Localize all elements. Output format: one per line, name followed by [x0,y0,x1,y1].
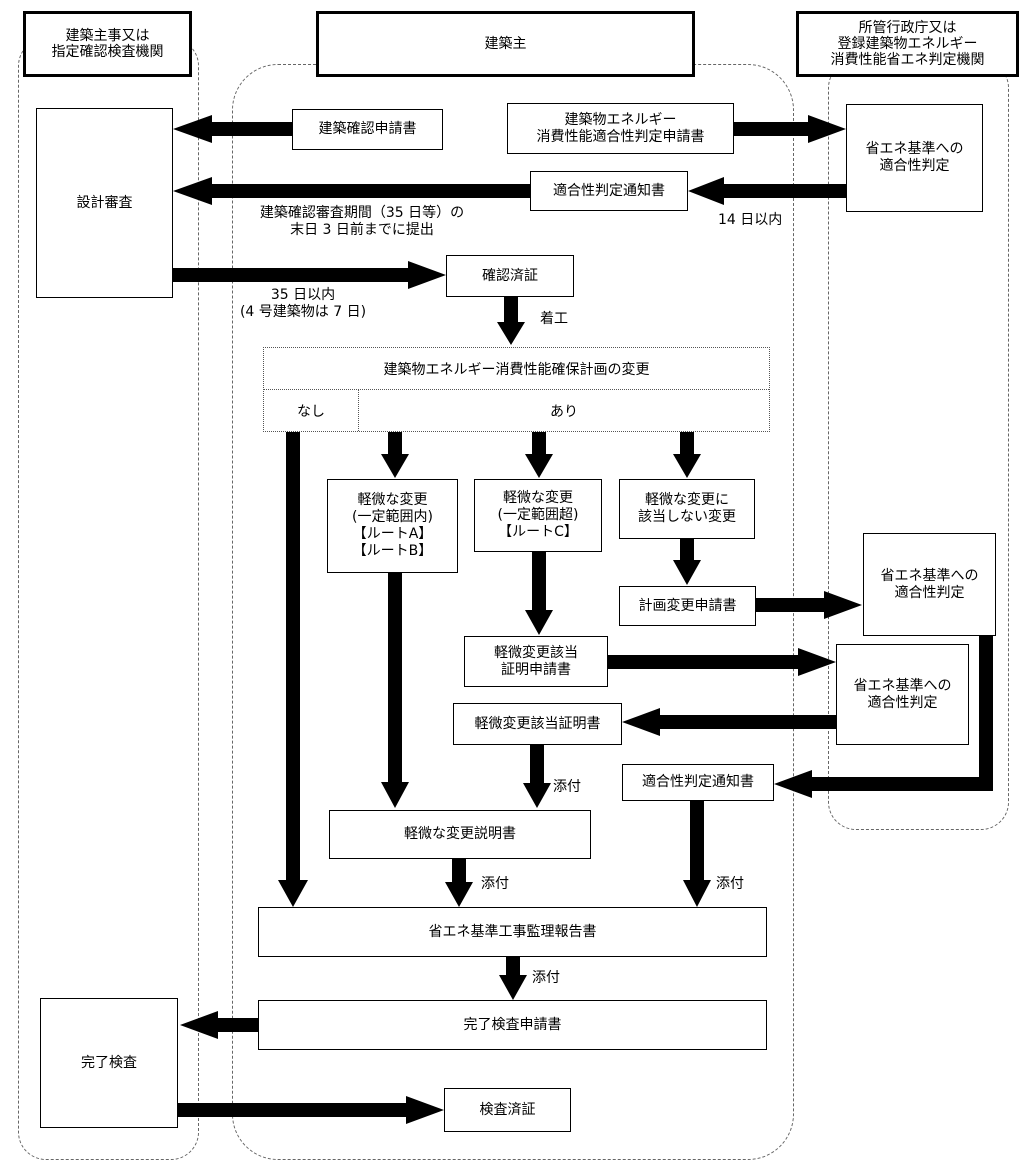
construction-start-label: 着工 [540,311,568,327]
change-exists-cell: あり [550,403,578,420]
conformity-judgment-2: 省エネ基準への 適合性判定 [863,533,996,636]
deadline-note: 建築確認審査期間（35 日等）の 末日 3 日前までに提出 [259,205,465,238]
minor-change-explanation: 軽微な変更説明書 [329,810,591,859]
header-authority: 建築主事又は 指定確認検査機関 [23,11,192,77]
attach-label-3: 添付 [716,876,744,892]
plan-change-title: 建築物エネルギー消費性能確保計画の変更 [264,348,769,390]
minor-change-exceed-range: 軽微な変更 (一定範囲超) 【ルートC】 [474,479,602,552]
attach-label-1: 添付 [553,779,581,795]
completion-inspection-box: 完了検査 [40,998,178,1128]
minor-change-within-range: 軽微な変更 (一定範囲内) 【ルートA】 【ルートB】 [327,479,458,573]
minor-change-certificate: 軽微変更該当証明書 [453,703,622,745]
plan-change-table: 建築物エネルギー消費性能確保計画の変更 なし あり [263,347,770,432]
within-35-days-label: 35 日以内 (4 号建築物は 7 日) [239,287,367,320]
change-none-cell: なし [264,390,359,431]
conformity-notice-1: 適合性判定通知書 [530,171,688,211]
conformity-judgment-1: 省エネ基準への 適合性判定 [846,104,983,212]
conformity-notice-2: 適合性判定通知書 [622,764,774,801]
header-owner: 建築主 [316,11,695,77]
header-judgment-agency: 所管行政庁又は 登録建築物エネルギー 消費性能省エネ判定機関 [796,11,1019,77]
completion-inspection-application: 完了検査申請書 [258,1000,767,1050]
conformity-judgment-3: 省エネ基準への 適合性判定 [836,644,969,745]
minor-change-certificate-application: 軽微変更該当 証明申請書 [464,636,608,687]
building-confirmation-application: 建築確認申請書 [292,109,443,150]
inspection-certificate: 検査済証 [444,1088,571,1132]
within-14-days-label: 14 日以内 [718,212,783,228]
design-review-box: 設計審査 [36,108,173,298]
attach-label-2: 添付 [481,876,509,892]
energy-conformity-application: 建築物エネルギー 消費性能適合性判定申請書 [507,103,734,154]
attach-label-4: 添付 [532,970,560,986]
not-minor-change: 軽微な変更に 該当しない変更 [619,479,755,539]
confirmation-certificate: 確認済証 [446,255,574,297]
supervision-report: 省エネ基準工事監理報告書 [258,907,767,957]
plan-change-application: 計画変更申請書 [619,586,756,626]
